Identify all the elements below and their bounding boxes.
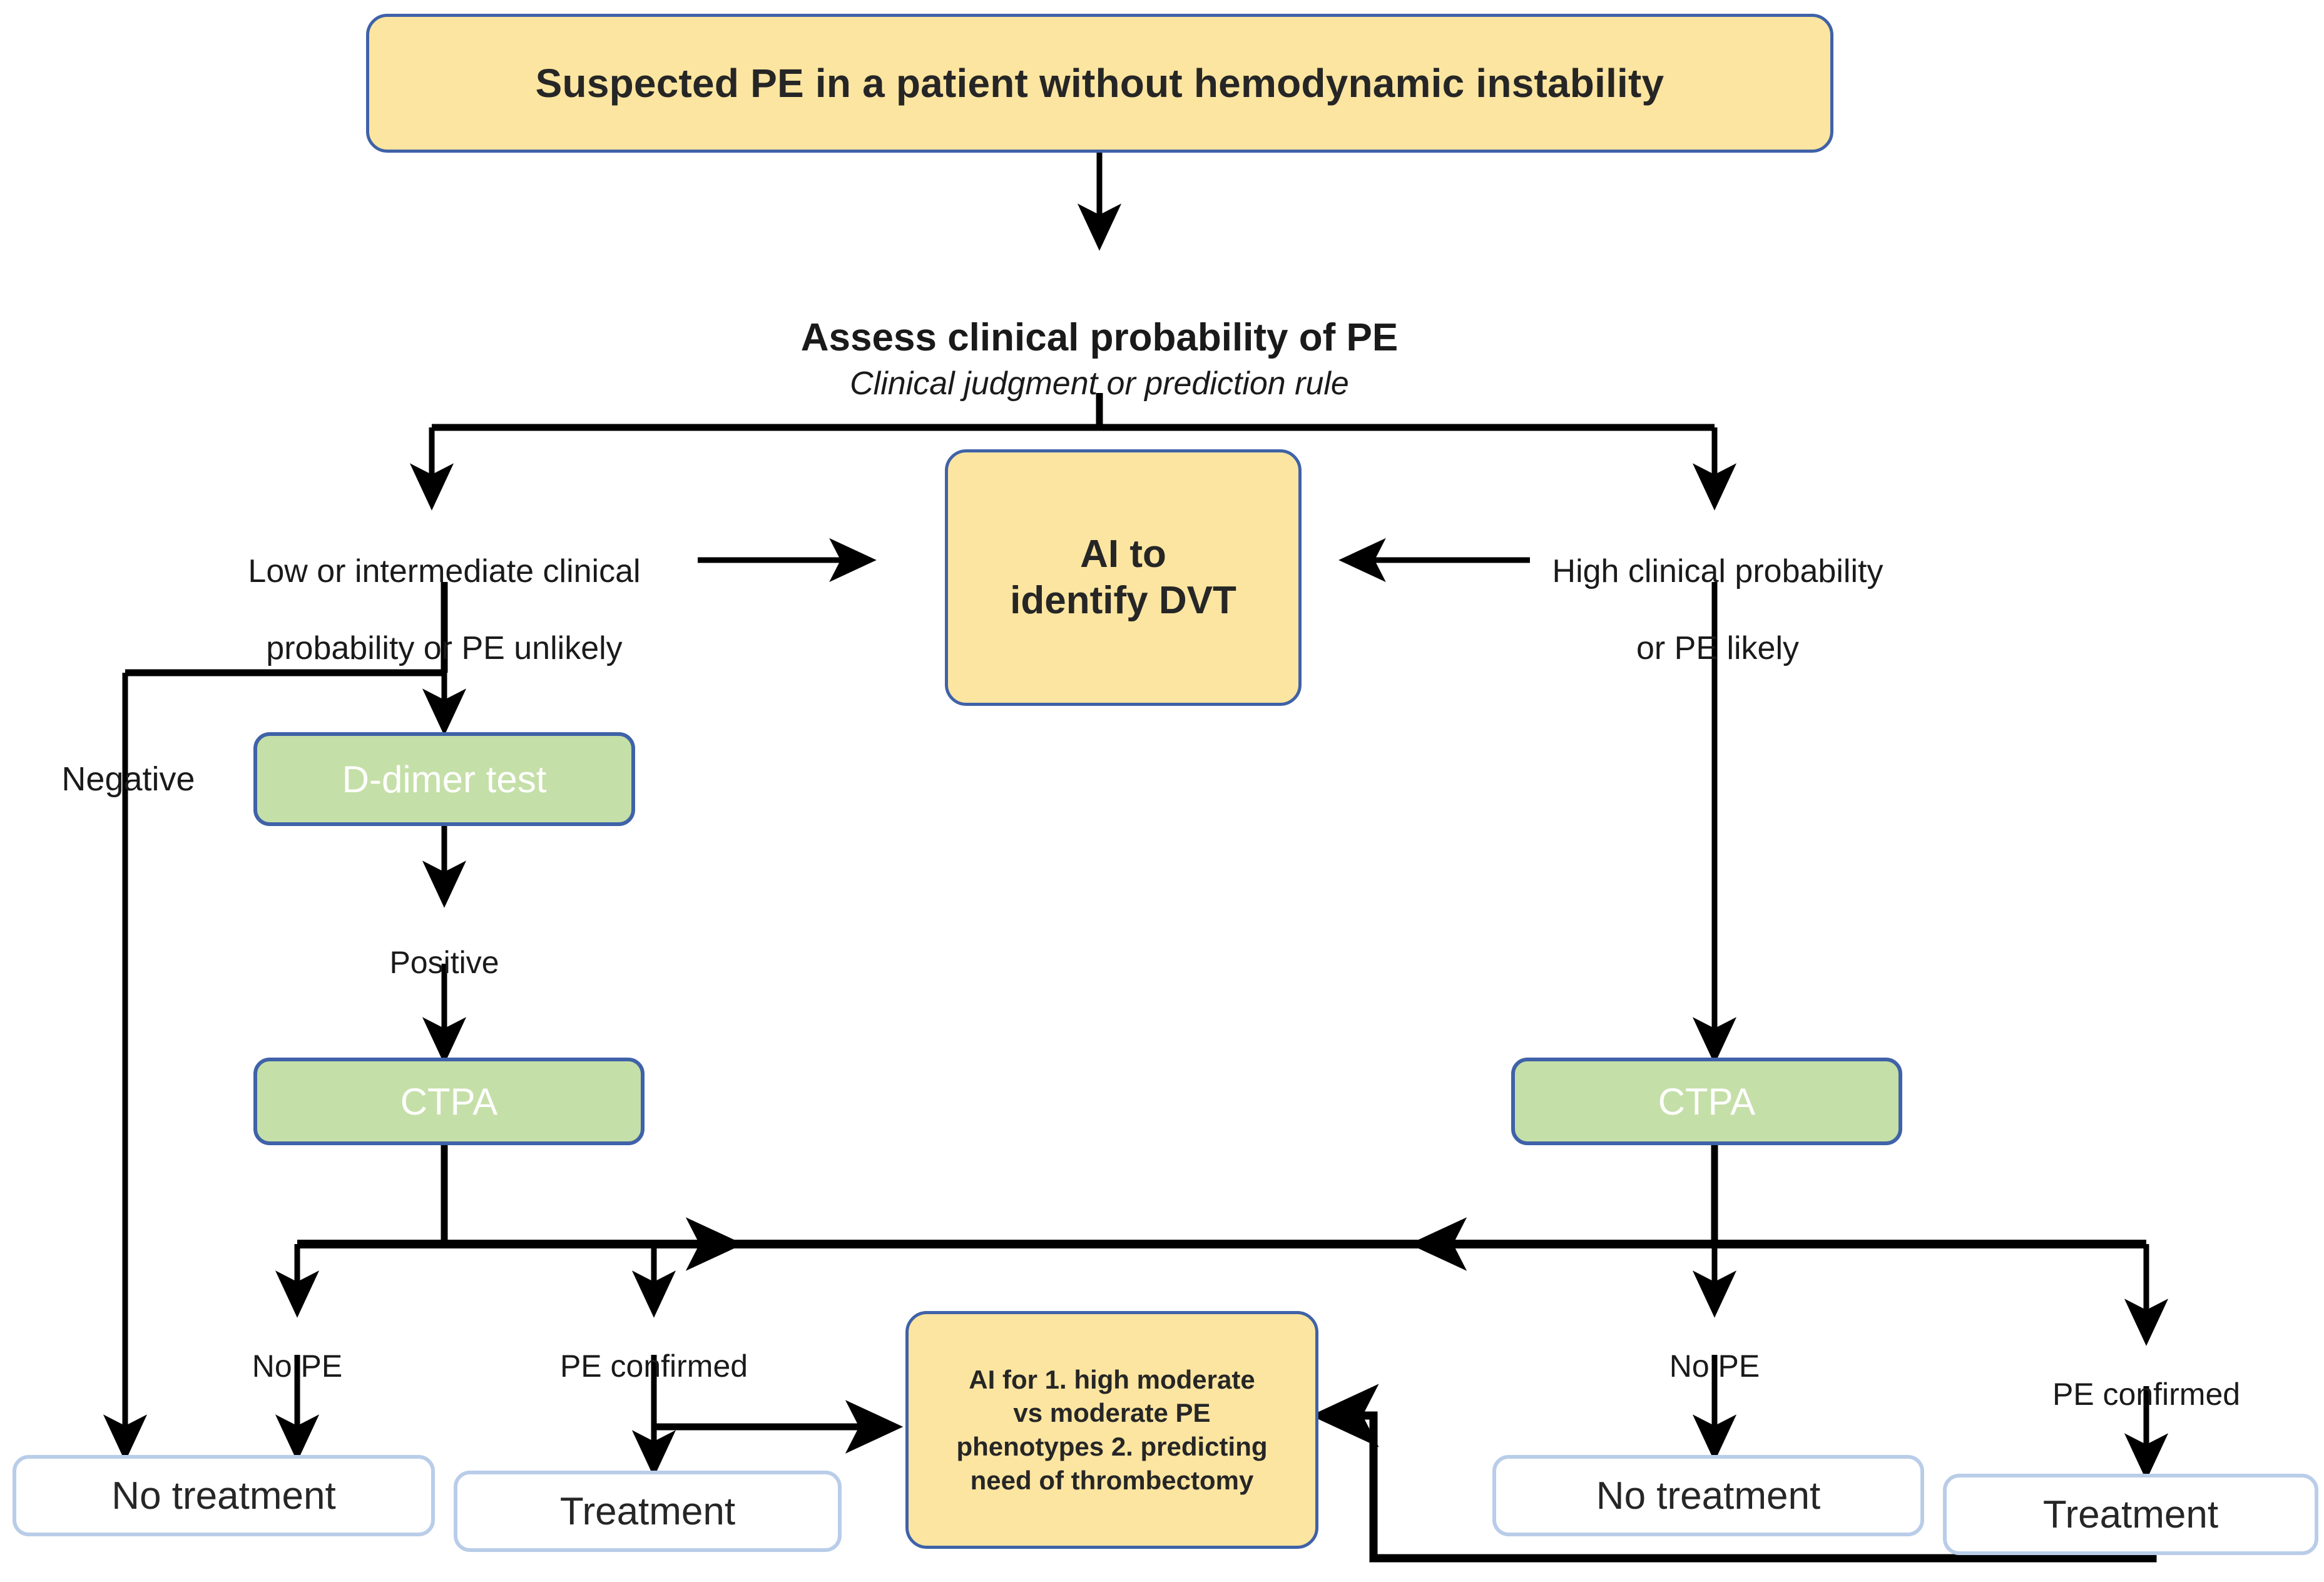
node-treatment-right[interactable]: Treatment	[1943, 1474, 2318, 1555]
node-ai-phenotypes-line2: vs moderate PE	[1013, 1398, 1211, 1428]
branch-label-high-probability-line2: or PE likely	[1636, 630, 1800, 667]
edge-assess-split	[432, 393, 1715, 431]
node-treatment-left-label: Treatment	[559, 1489, 736, 1533]
node-ai-phenotypes[interactable]: AI for 1. high moderate vs moderate PE p…	[905, 1311, 1318, 1549]
assess-probability-subtitle: Clinical judgment or prediction rule	[850, 365, 1349, 402]
node-no-treatment-left-label: No treatment	[111, 1474, 336, 1518]
edge-left-branch-down	[125, 582, 448, 676]
edge-label-negative: Negative	[61, 760, 195, 798]
node-ctpa-right[interactable]: CTPA	[1511, 1058, 1902, 1145]
edge-label-pe-confirmed-right: PE confirmed	[2052, 1377, 2241, 1412]
edge-label-no-pe-right: No PE	[1669, 1349, 1760, 1384]
node-no-treatment-right[interactable]: No treatment	[1492, 1455, 1924, 1536]
node-treatment-left[interactable]: Treatment	[454, 1471, 842, 1552]
node-ai-phenotypes-line1: AI for 1. high moderate	[969, 1364, 1255, 1394]
node-no-treatment-right-label: No treatment	[1596, 1474, 1821, 1518]
branch-label-low-intermediate: Low or intermediate clinical probability…	[169, 514, 720, 707]
node-d-dimer-test[interactable]: D-dimer test	[253, 732, 635, 826]
branch-label-low-intermediate-line2: probability or PE unlikely	[266, 630, 623, 667]
branch-label-high-probability: High clinical probability or PE likely	[1480, 514, 1955, 707]
branch-label-high-probability-line1: High clinical probability	[1552, 553, 1883, 590]
edge-label-pe-confirmed-left: PE confirmed	[559, 1349, 748, 1384]
node-ctpa-left[interactable]: CTPA	[253, 1058, 645, 1145]
node-ai-phenotypes-line4: need of thrombectomy	[970, 1465, 1254, 1495]
node-suspected-pe[interactable]: Suspected PE in a patient without hemody…	[366, 14, 1833, 153]
node-treatment-right-label: Treatment	[2042, 1493, 2219, 1536]
assess-probability-title: Assess clinical probability of PE	[800, 316, 1399, 360]
node-suspected-pe-label: Suspected PE in a patient without hemody…	[535, 61, 1664, 106]
node-ctpa-left-label: CTPA	[400, 1080, 498, 1123]
node-no-treatment-left[interactable]: No treatment	[13, 1455, 435, 1536]
node-d-dimer-test-label: D-dimer test	[342, 758, 547, 800]
node-ai-phenotypes-line3: phenotypes 2. predicting	[956, 1432, 1268, 1461]
branch-label-low-intermediate-line1: Low or intermediate clinical	[248, 553, 641, 590]
node-ctpa-right-label: CTPA	[1658, 1080, 1756, 1123]
node-ai-identify-dvt-line1: AI to	[1080, 532, 1166, 576]
edge-label-no-pe-left: No PE	[252, 1349, 343, 1384]
edge-label-positive: Positive	[389, 945, 499, 980]
node-ai-identify-dvt-line2: identify DVT	[1010, 579, 1236, 622]
node-ai-identify-dvt[interactable]: AI to identify DVT	[945, 449, 1302, 706]
